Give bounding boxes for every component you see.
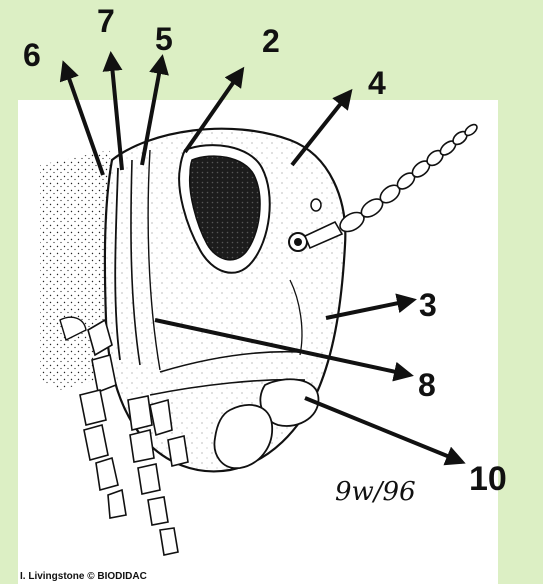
- label-10: 10: [469, 460, 507, 498]
- label-7: 7: [97, 3, 115, 39]
- thorax-stippling: [40, 150, 112, 390]
- ocellus: [311, 199, 321, 211]
- label-3: 3: [419, 287, 437, 323]
- artist-signature: 9w/96: [335, 477, 416, 507]
- image-credit: I. Livingstone © BIODIDAC: [20, 571, 147, 582]
- label-5: 5: [155, 21, 173, 57]
- label-6: 6: [23, 37, 41, 73]
- label-4: 4: [368, 65, 386, 101]
- label-2: 2: [262, 23, 280, 59]
- label-8: 8: [418, 367, 436, 403]
